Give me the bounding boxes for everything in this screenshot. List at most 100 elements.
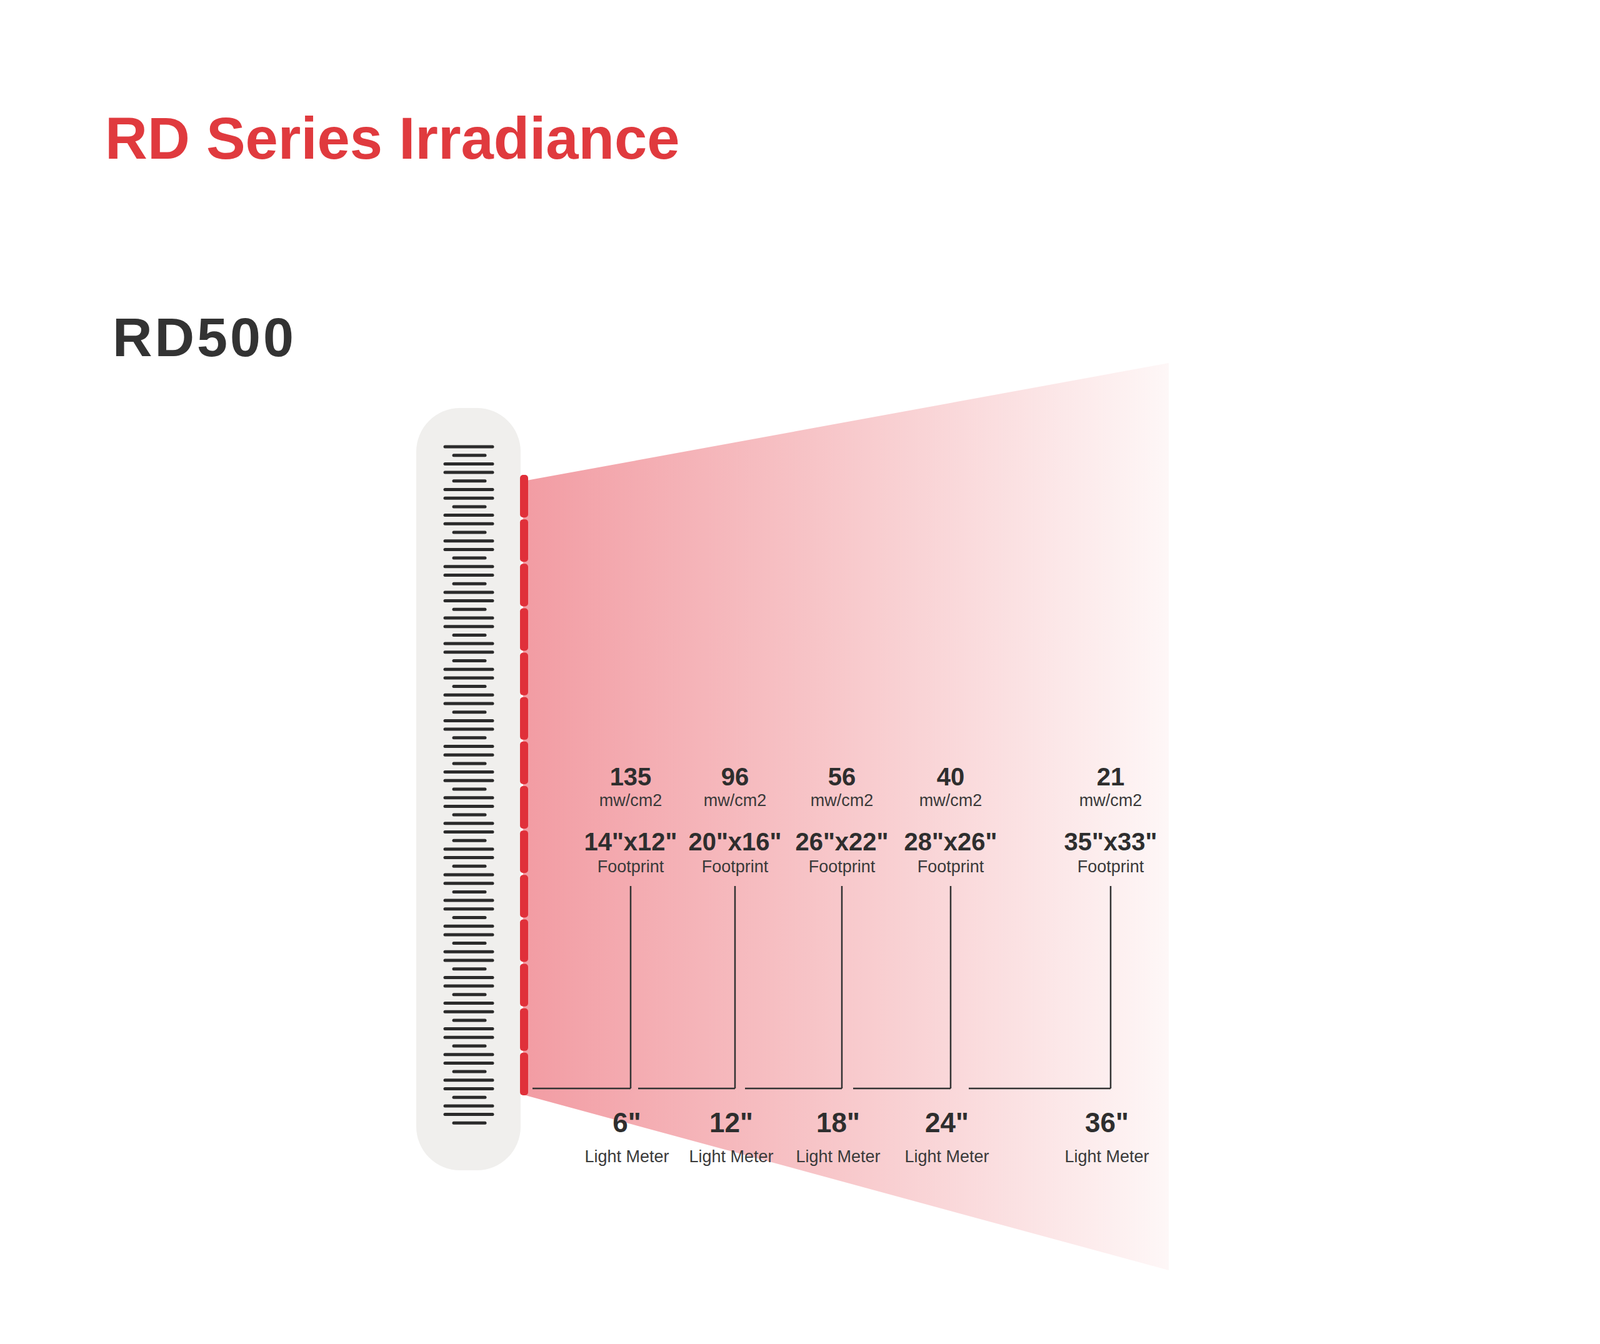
vent-bar [445, 599, 493, 603]
led-segment [520, 697, 529, 740]
leader-lines [532, 886, 1111, 1089]
footprint-label: Footprint [808, 857, 876, 877]
vent-bar [453, 531, 485, 535]
device-panel [416, 408, 521, 1171]
light-meter-label: Light Meter [1064, 1147, 1149, 1167]
footprint-label: Footprint [1077, 857, 1145, 877]
vent-bar [453, 788, 485, 792]
irradiance-unit: mw/cm2 [810, 791, 874, 811]
vent-bar [453, 890, 485, 894]
model-name: RD500 [112, 305, 297, 369]
light-beam [523, 363, 1169, 1271]
vent-bar [445, 1061, 493, 1065]
vent-bar [445, 625, 493, 629]
vent-bar [445, 805, 493, 809]
vent-bar [453, 710, 485, 714]
vent-bar [445, 950, 493, 954]
vent-bar [445, 959, 493, 963]
vent-bar [453, 839, 485, 843]
led-segment [520, 1008, 529, 1052]
vent-bar [445, 1078, 493, 1082]
distance-value: 12" [709, 1107, 754, 1140]
light-meter-label: Light Meter [688, 1147, 774, 1167]
vent-bar [445, 847, 493, 851]
led-strip [520, 475, 529, 1096]
led-segment [520, 653, 529, 696]
leader-line [630, 886, 632, 1089]
vent-bar [453, 967, 485, 971]
vent-bar [445, 1113, 493, 1117]
vent-bar [445, 899, 493, 903]
vent-bar [453, 685, 485, 689]
vent-bar [445, 821, 493, 825]
vent-bar [445, 830, 493, 834]
vent-bar [445, 745, 493, 749]
led-segment [520, 830, 529, 874]
irradiance-unit: mw/cm2 [919, 791, 983, 811]
irradiance-value: 21 [1096, 762, 1125, 792]
vent-bar [445, 779, 493, 783]
leader-line [1110, 886, 1112, 1089]
led-segment [520, 964, 529, 1007]
light-meter-label: Light Meter [584, 1147, 669, 1167]
led-segment [520, 608, 529, 651]
vent-bar [445, 873, 493, 877]
vent-bar [445, 881, 493, 885]
vent-bar [445, 796, 493, 800]
vent-bar [453, 993, 485, 997]
vent-bar [445, 573, 493, 577]
leader-line [734, 886, 737, 1089]
led-segment [520, 519, 529, 562]
irradiance-value: 96 [721, 762, 750, 792]
distance-line [638, 1088, 735, 1090]
irradiance-unit: mw/cm2 [703, 791, 767, 811]
vent-bar [445, 856, 493, 860]
footprint-label: Footprint [597, 857, 665, 877]
vent-bar [445, 907, 493, 911]
vent-bar [445, 728, 493, 732]
vent-bar [445, 548, 493, 552]
footprint-size: 14"x12" [583, 827, 677, 857]
vent-bar [445, 1027, 493, 1031]
vent-bar [445, 693, 493, 697]
vent-bar [445, 650, 493, 654]
vent-bar [453, 453, 485, 457]
vent-bar [453, 761, 485, 765]
vent-bar [445, 513, 493, 517]
leader-line [841, 886, 844, 1089]
led-segment [520, 563, 529, 607]
irradiance-value: 135 [610, 762, 652, 792]
device-vents [445, 446, 493, 1124]
light-meter-label: Light Meter [904, 1147, 989, 1167]
irradiance-value: 56 [828, 762, 857, 792]
distance-line [968, 1088, 1111, 1090]
vent-bar [453, 659, 485, 663]
vent-bar [453, 1096, 485, 1100]
light-meter-label: Light Meter [795, 1147, 880, 1167]
vent-bar [453, 736, 485, 740]
vent-bar [453, 941, 485, 945]
vent-bar [445, 642, 493, 646]
irradiance-unit: mw/cm2 [1079, 791, 1143, 811]
led-segment [520, 475, 529, 518]
distance-value: 36" [1085, 1107, 1129, 1140]
vent-bar [445, 719, 493, 723]
vent-bar [445, 976, 493, 980]
vent-bar [445, 753, 493, 757]
diagram-title: RD Series Irradiance [105, 105, 680, 173]
vent-bar [445, 445, 493, 449]
vent-bar [445, 1053, 493, 1057]
vent-bar [445, 1001, 493, 1005]
vent-bar [445, 522, 493, 526]
distance-line [745, 1088, 842, 1090]
vent-bar [445, 702, 493, 706]
vent-bar [445, 985, 493, 989]
vent-bar [445, 1036, 493, 1040]
vent-bar [453, 1018, 485, 1022]
vent-bar [453, 608, 485, 612]
vent-bar [445, 1087, 493, 1091]
vent-bar [445, 539, 493, 543]
vent-bar [453, 556, 485, 560]
